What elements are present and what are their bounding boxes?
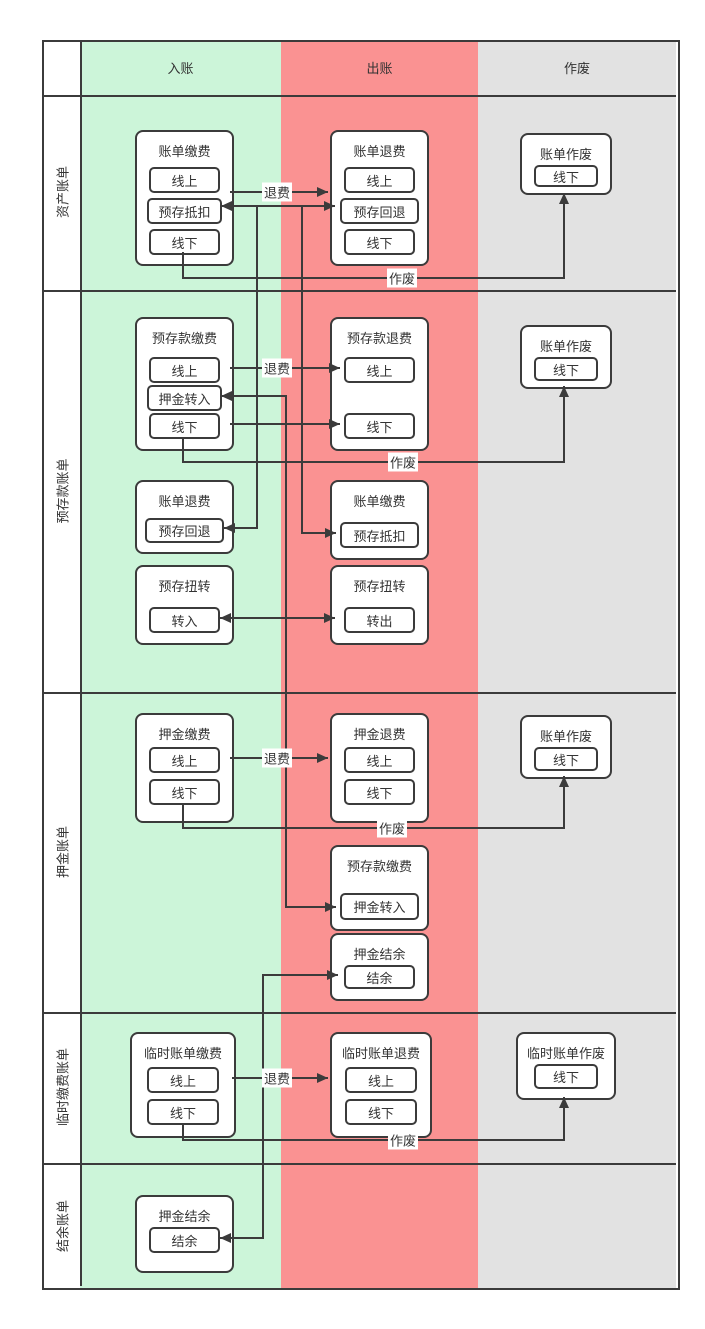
edge-label-refund-s4: 退费 [261,1068,293,1088]
box-sub-offline: 线下 [149,779,220,805]
box-title: 账单作废 [539,147,592,162]
box-sub-predeposit-return: 预存回退 [145,518,224,543]
row-label-temp-fee-bill: 临时缴费账单 [55,1047,71,1127]
row-label-predeposit-bill: 预存款账单 [55,458,71,524]
box-sub-transfer-out: 转出 [344,607,415,633]
column-header-void-label: 作废 [563,61,590,76]
box-sub-online: 线上 [149,167,220,193]
box-sub-deposit-transfer-in: 押金转入 [147,385,222,411]
row-divider-2 [42,692,676,694]
box-title: 账单缴费 [158,144,211,159]
box-asset-bill-refund: 账单退费 线上 预存回退 线下 [330,130,429,266]
box-sub-online: 线上 [149,747,220,773]
box-title: 临时账单作废 [526,1046,605,1061]
row-label-asset-bill: 资产账单 [55,165,71,219]
box-predeposit-bill-void: 账单作废 线下 [520,325,612,389]
box-temp-bill-pay: 临时账单缴费 线上 线下 [130,1032,236,1138]
box-sub-predeposit-deduct: 预存抵扣 [147,198,222,224]
box-predeposit-pay-deposit-in: 预存款缴费 押金转入 [330,845,429,931]
column-header-in: 入账 [80,40,281,95]
edge-label-refund-s3: 退费 [261,748,293,768]
box-sub-offline: 线下 [149,229,220,255]
box-sub-offline: 线下 [534,747,598,771]
label-column-divider [80,40,82,1286]
box-deposit-refund: 押金退费 线上 线下 [330,713,429,823]
box-title: 预存扭转 [158,579,211,594]
box-bill-pay-predeposit-deduct: 账单缴费 预存抵扣 [330,480,429,560]
edge-label-refund-s2: 退费 [261,358,293,378]
box-sub-online: 线上 [344,747,415,773]
box-bill-refund-predeposit-return: 账单退费 预存回退 [135,480,234,554]
box-sub-predeposit-return: 预存回退 [340,198,419,224]
box-sub-offline: 线下 [344,779,415,805]
box-sub-offline: 线下 [344,229,415,255]
row-divider-1 [42,290,676,292]
column-header-out: 出账 [281,40,478,95]
column-header-out-label: 出账 [366,61,393,76]
box-title: 临时账单退费 [341,1046,420,1061]
box-title: 账单作废 [539,729,592,744]
box-sub-online: 线上 [149,357,220,383]
box-title: 账单作废 [539,339,592,354]
box-title: 预存款退费 [346,331,412,346]
column-header-void: 作废 [478,40,676,95]
box-title: 预存款缴费 [346,859,412,874]
box-sub-offline: 线下 [534,357,598,381]
edge-label-void-s1: 作废 [386,268,418,288]
box-predeposit-reverse-out: 预存扭转 转出 [330,565,429,645]
box-predeposit-pay: 预存款缴费 线上 押金转入 线下 [135,317,234,451]
box-sub-deposit-transfer-in: 押金转入 [340,893,419,920]
box-title: 账单退费 [158,494,211,509]
box-title: 押金缴费 [158,727,211,742]
box-sub-online: 线上 [345,1067,417,1093]
box-predeposit-reverse-in: 预存扭转 转入 [135,565,234,645]
box-title: 预存扭转 [353,579,406,594]
box-sub-balance: 结余 [344,965,415,989]
box-sub-offline: 线下 [344,413,415,439]
box-asset-bill-pay: 账单缴费 线上 预存抵扣 线下 [135,130,234,266]
box-sub-online: 线上 [344,167,415,193]
box-sub-online: 线上 [344,357,415,383]
box-title: 预存款缴费 [151,331,217,346]
box-title: 押金结余 [353,947,406,962]
box-predeposit-refund: 预存款退费 线上 线下 [330,317,429,451]
column-header-in-label: 入账 [167,61,194,76]
box-temp-bill-refund: 临时账单退费 线上 线下 [330,1032,432,1138]
header-row-divider [42,95,676,97]
box-sub-offline: 线下 [149,413,220,439]
row-label-balance-bill: 结余账单 [55,1199,71,1253]
box-sub-offline: 线下 [147,1099,219,1125]
edge-label-void-s2: 作废 [387,452,419,472]
box-title: 押金结余 [158,1209,211,1224]
box-sub-online: 线上 [147,1067,219,1093]
box-deposit-balance-in: 押金结余 结余 [135,1195,234,1273]
box-sub-offline: 线下 [534,165,598,187]
box-title: 账单退费 [353,144,406,159]
box-deposit-bill-void: 账单作废 线下 [520,715,612,779]
box-title: 账单缴费 [353,494,406,509]
edge-label-void-s4: 作废 [387,1130,419,1150]
box-title: 临时账单缴费 [143,1046,222,1061]
box-sub-balance: 结余 [149,1227,220,1253]
box-title: 押金退费 [353,727,406,742]
box-temp-bill-void: 临时账单作废 线下 [516,1032,616,1100]
box-deposit-pay: 押金缴费 线上 线下 [135,713,234,823]
box-deposit-balance-out: 押金结余 结余 [330,933,429,1001]
box-sub-offline: 线下 [345,1099,417,1125]
edge-label-void-s3: 作废 [376,818,408,838]
lane-void-background [478,40,676,1290]
box-sub-predeposit-deduct: 预存抵扣 [340,522,419,548]
box-sub-offline: 线下 [534,1064,598,1089]
row-label-deposit-bill: 押金账单 [55,825,71,879]
box-asset-bill-void: 账单作废 线下 [520,133,612,195]
box-sub-transfer-in: 转入 [149,607,220,633]
row-divider-3 [42,1012,676,1014]
row-divider-4 [42,1163,676,1165]
edge-label-refund-s1: 退费 [261,182,293,202]
